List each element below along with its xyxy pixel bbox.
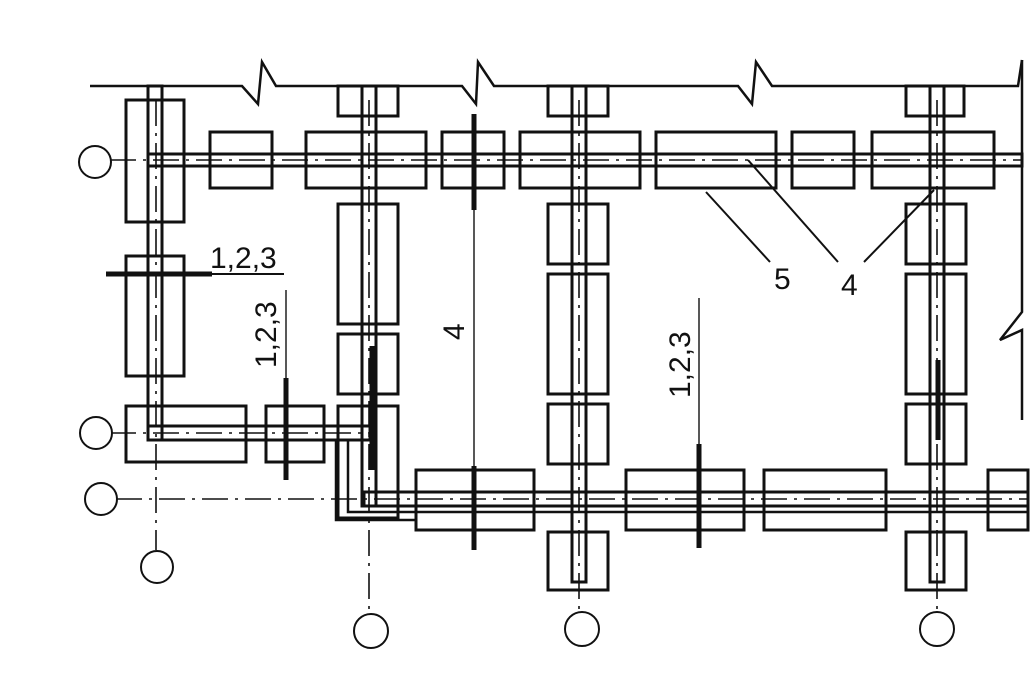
footing-block xyxy=(124,98,186,224)
footing-block xyxy=(904,202,968,266)
section-marks xyxy=(106,114,941,550)
axis-bubble xyxy=(353,613,389,649)
axis-bubble xyxy=(140,550,174,584)
right-break-line xyxy=(999,60,1024,420)
axis-bubbles xyxy=(78,145,955,649)
footing-block xyxy=(904,530,968,592)
footing-block xyxy=(624,468,746,532)
beam-contour xyxy=(346,440,1028,514)
callout-label-4: 4 xyxy=(841,269,858,302)
footing-block xyxy=(546,530,610,592)
axis-bubble xyxy=(84,482,118,516)
footing-block xyxy=(124,404,248,464)
footing-block xyxy=(336,202,400,326)
top-break-line xyxy=(90,58,1024,108)
axis-bubble xyxy=(564,611,600,647)
leader-4b xyxy=(863,189,935,263)
section-label-mid: 1,2,3 xyxy=(664,331,697,398)
axis-bubble xyxy=(78,145,112,179)
footing-block xyxy=(546,272,610,396)
leader-4a xyxy=(747,159,839,263)
section-label-left-v: 1,2,3 xyxy=(250,301,283,368)
footing-block xyxy=(986,468,1030,532)
section-label-left-h: 1,2,3 xyxy=(210,242,277,275)
axis-bubble xyxy=(919,611,955,647)
footing-block xyxy=(762,468,888,532)
callout-leaders xyxy=(705,159,935,263)
footing-blocks xyxy=(124,84,1030,592)
footing-block xyxy=(546,402,610,466)
footing-block xyxy=(336,84,400,118)
section-label-center: 4 xyxy=(438,323,471,340)
leader-5 xyxy=(705,191,771,263)
footing-block xyxy=(264,404,326,464)
footing-block xyxy=(546,202,610,266)
axis-lines xyxy=(110,100,1028,614)
footing-block xyxy=(546,84,610,118)
footing-block xyxy=(304,130,428,190)
beam-contour xyxy=(334,440,416,522)
callout-label-5: 5 xyxy=(774,263,791,296)
beam xyxy=(146,84,164,442)
footing-block xyxy=(336,332,400,396)
footing-block xyxy=(904,84,966,118)
axis-bubble xyxy=(79,416,113,450)
footing-block xyxy=(518,130,642,190)
